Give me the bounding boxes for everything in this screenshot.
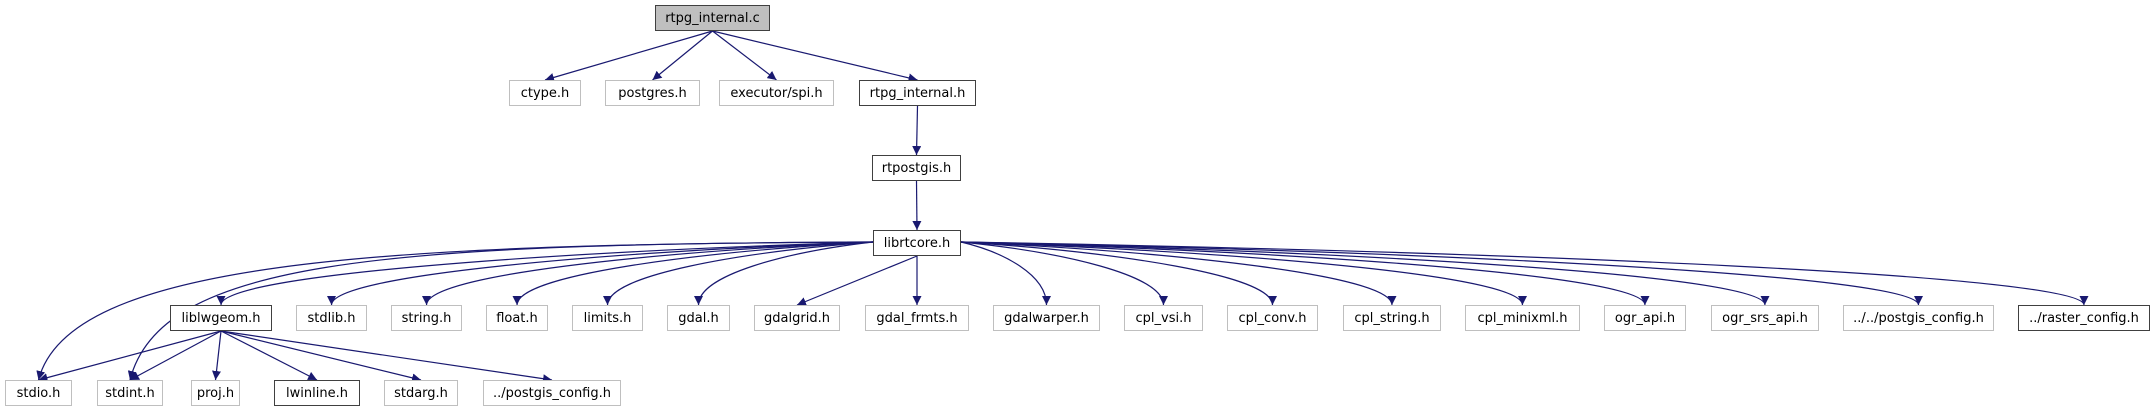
edge-librtcore-to-gdalwarper xyxy=(960,241,1051,306)
edge-root-to-ctype xyxy=(544,30,713,82)
graph-node-ogr-srs-api[interactable]: ogr_srs_api.h xyxy=(1711,305,1819,331)
edge-librtcore-to-postgis-config2 xyxy=(960,241,1923,306)
edge-librtcore-to-float xyxy=(512,241,874,306)
graph-node-stdio[interactable]: stdio.h xyxy=(5,380,72,406)
edge-librtcore-to-cpl-vsi xyxy=(960,241,1168,306)
edge-librtcore-to-ogr-srs-api xyxy=(960,241,1770,306)
graph-node-postgis-config2[interactable]: ../../postgis_config.h xyxy=(1843,305,1994,331)
graph-node-gdalwarper[interactable]: gdalwarper.h xyxy=(993,305,1100,331)
edge-librtcore-to-gdal xyxy=(694,241,874,306)
graph-node-string[interactable]: string.h xyxy=(391,305,462,331)
edge-librtcore-to-raster-config xyxy=(960,241,2089,306)
graph-node-raster-config[interactable]: ../raster_config.h xyxy=(2018,305,2150,331)
edge-librtcore-to-ogr-api xyxy=(960,241,1650,306)
edge-liblwgeom-to-proj xyxy=(212,330,222,381)
graph-node-gdalgrid[interactable]: gdalgrid.h xyxy=(754,305,840,331)
edge-librtcore-to-stdint xyxy=(127,241,874,381)
graph-node-lwinline[interactable]: lwinline.h xyxy=(274,380,360,406)
graph-node-root: rtpg_internal.c xyxy=(655,5,770,31)
edge-librtcore-to-cpl-string xyxy=(960,241,1397,306)
graph-node-stdint[interactable]: stdint.h xyxy=(97,380,163,406)
edge-librtcore-to-stdlib xyxy=(327,241,874,306)
graph-node-limits[interactable]: limits.h xyxy=(572,305,643,331)
edge-liblwgeom-to-stdarg xyxy=(220,330,422,383)
edge-root-to-postgres xyxy=(652,30,713,81)
graph-node-stdlib[interactable]: stdlib.h xyxy=(296,305,367,331)
graph-node-rtpostgis[interactable]: rtpostgis.h xyxy=(872,155,961,181)
graph-node-cpl-minixml[interactable]: cpl_minixml.h xyxy=(1465,305,1580,331)
edge-liblwgeom-to-stdint xyxy=(129,330,222,381)
edge-librtcore-to-gdalgrid xyxy=(796,255,918,306)
edge-root-to-rtpg-internal-h xyxy=(712,30,918,83)
graph-node-postgres[interactable]: postgres.h xyxy=(605,80,700,106)
graph-node-cpl-conv[interactable]: cpl_conv.h xyxy=(1227,305,1318,331)
graph-node-librtcore[interactable]: librtcore.h xyxy=(873,230,961,256)
graph-node-ogr-api[interactable]: ogr_api.h xyxy=(1604,305,1686,331)
edge-rtpg-internal-h-to-rtpostgis xyxy=(912,105,922,156)
graph-node-postgis-config1[interactable]: ../postgis_config.h xyxy=(483,380,621,406)
graph-node-ctype[interactable]: ctype.h xyxy=(509,80,581,106)
graph-node-gdal[interactable]: gdal.h xyxy=(667,305,730,331)
edge-librtcore-to-cpl-minixml xyxy=(960,241,1527,306)
edge-librtcore-to-limits xyxy=(603,241,874,306)
edge-liblwgeom-to-stdio xyxy=(38,330,222,383)
edge-librtcore-to-cpl-conv xyxy=(960,241,1277,306)
edge-librtcore-to-string xyxy=(422,241,874,306)
graph-node-spi[interactable]: executor/spi.h xyxy=(719,80,834,106)
graph-node-rtpg-internal-h[interactable]: rtpg_internal.h xyxy=(859,80,976,106)
graph-node-gdal-frmts[interactable]: gdal_frmts.h xyxy=(865,305,969,331)
edge-rtpostgis-to-librtcore xyxy=(912,180,922,231)
edge-root-to-spi xyxy=(712,30,777,81)
graph-node-stdarg[interactable]: stdarg.h xyxy=(384,380,458,406)
graph-node-cpl-string[interactable]: cpl_string.h xyxy=(1343,305,1441,331)
graph-node-proj[interactable]: proj.h xyxy=(191,380,240,406)
edge-librtcore-to-liblwgeom xyxy=(216,241,874,306)
graph-node-cpl-vsi[interactable]: cpl_vsi.h xyxy=(1124,305,1203,331)
graph-node-float[interactable]: float.h xyxy=(486,305,548,331)
edge-liblwgeom-to-postgis-config1 xyxy=(220,330,553,384)
graph-node-liblwgeom[interactable]: liblwgeom.h xyxy=(170,305,272,331)
edge-liblwgeom-to-lwinline xyxy=(220,330,318,381)
